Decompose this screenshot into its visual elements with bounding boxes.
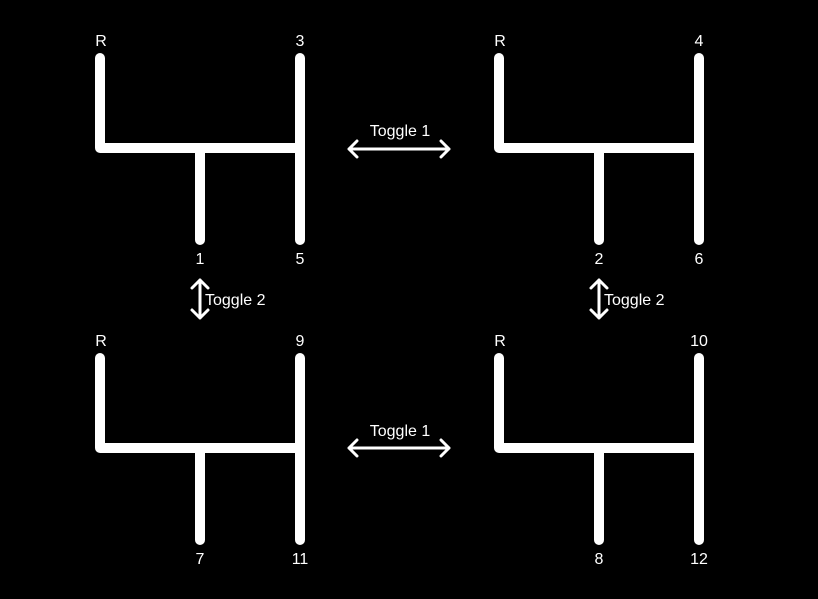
toggle-label: Toggle 1	[370, 123, 431, 140]
toggle-label: Toggle 2	[604, 292, 665, 309]
gear-label: 11	[292, 551, 309, 568]
pattern-bottom-left: R 9 7 11	[95, 333, 308, 568]
gate-path	[494, 53, 704, 245]
toggle-2-left: Toggle 2	[190, 278, 266, 320]
gate-path	[95, 353, 305, 545]
gear-label: 9	[296, 333, 305, 350]
gear-label: 8	[595, 551, 604, 568]
pattern-top-right: R 4 2 6	[494, 33, 704, 268]
gate-path	[494, 353, 704, 545]
gear-label-reverse: R	[494, 333, 506, 350]
gear-label: 10	[690, 333, 708, 350]
double-arrow-horizontal-icon	[347, 438, 451, 458]
gear-label: 4	[695, 33, 704, 50]
gear-label-reverse: R	[494, 33, 506, 50]
gear-label: 7	[196, 551, 205, 568]
gear-label-reverse: R	[95, 333, 107, 350]
toggle-2-right: Toggle 2	[589, 278, 665, 320]
double-arrow-vertical-icon	[190, 278, 210, 320]
gear-label: 5	[296, 251, 305, 268]
toggle-label: Toggle 1	[370, 423, 431, 440]
gear-label: 3	[296, 33, 305, 50]
gear-label: 1	[196, 251, 205, 268]
double-arrow-vertical-icon	[589, 278, 609, 320]
double-arrow-horizontal-icon	[347, 139, 451, 159]
toggle-label: Toggle 2	[205, 292, 266, 309]
gear-label: 12	[690, 551, 708, 568]
toggle-1-bottom: Toggle 1	[347, 423, 451, 458]
pattern-bottom-right: R 10 8 12	[494, 333, 708, 568]
toggle-1-top: Toggle 1	[347, 123, 451, 159]
gear-label: 2	[595, 251, 604, 268]
gear-label-reverse: R	[95, 33, 107, 50]
pattern-top-left: R 3 1 5	[95, 33, 305, 268]
gate-path	[95, 53, 305, 245]
gear-label: 6	[695, 251, 704, 268]
